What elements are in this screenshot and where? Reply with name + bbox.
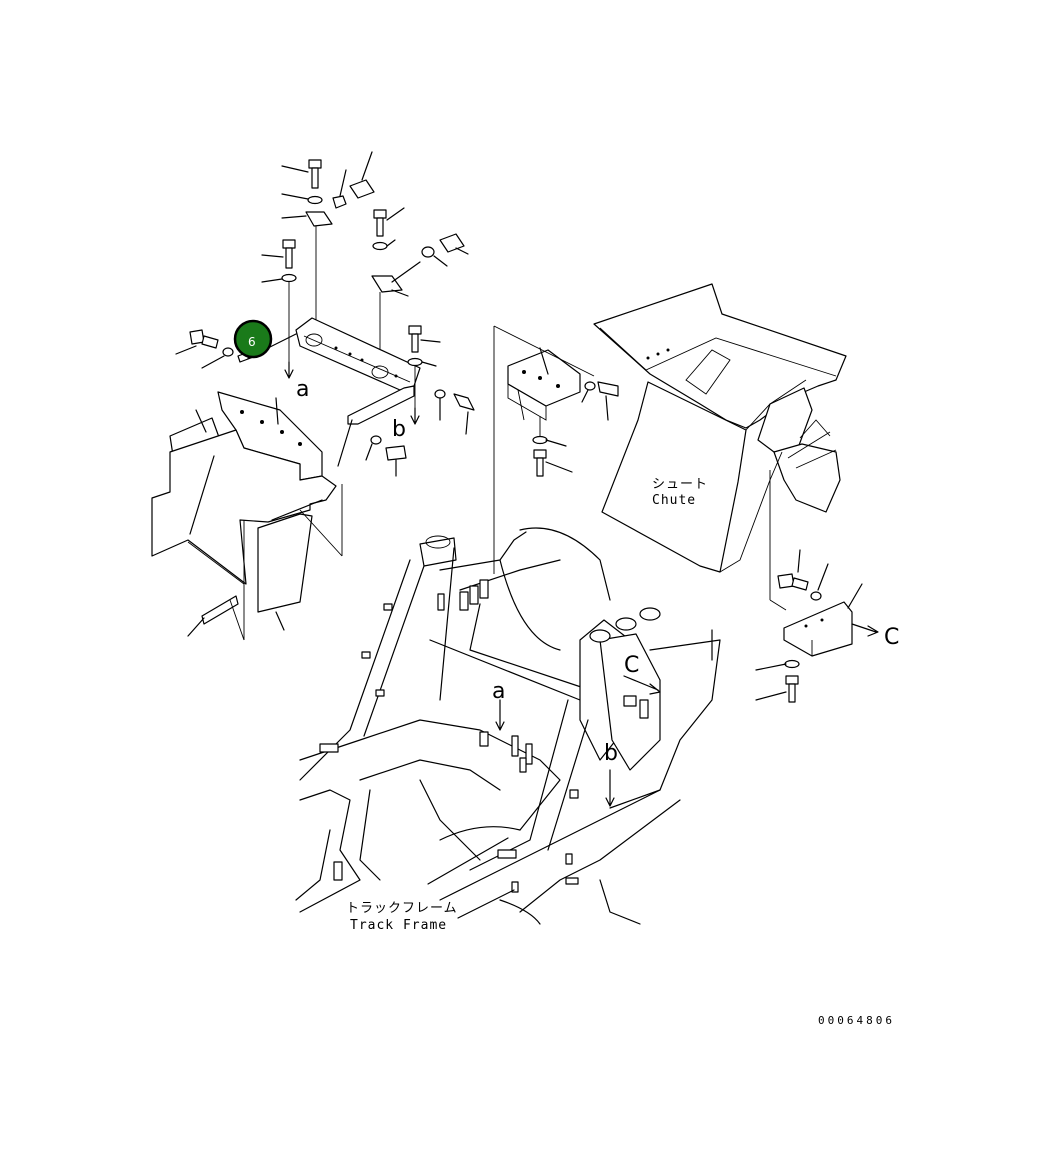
ref-b-top: b [392, 417, 406, 442]
ref-b-frame: b [604, 741, 618, 766]
main-bracket [175, 317, 421, 467]
ref-c-frame: C [624, 653, 639, 678]
center-bracket [507, 347, 619, 477]
track-frame-label-jp: トラックフレーム [346, 901, 458, 916]
bolt-stack-left [261, 151, 375, 379]
clamp-c-assembly: C [755, 470, 899, 703]
chute-label-jp: シュート [652, 477, 708, 492]
track-frame-label-en: Track Frame [350, 918, 447, 933]
ref-c-right: C [884, 625, 899, 650]
bolt-stack-b [365, 325, 475, 477]
mud-guard-assembly [151, 391, 343, 641]
drawing-id: 00064806 [818, 1014, 895, 1027]
track-frame: a b C トラックフレーム Track Frame [295, 325, 721, 933]
chute-label-en: Chute [652, 493, 696, 508]
ref-a-frame: a [492, 679, 505, 704]
callout-number: 6 [248, 335, 256, 349]
chute-assembly: シュート Chute [593, 283, 847, 573]
bolt-stack-center [371, 207, 469, 380]
callout-6[interactable]: 6 [233, 319, 273, 359]
ref-a-top: a [296, 377, 309, 402]
